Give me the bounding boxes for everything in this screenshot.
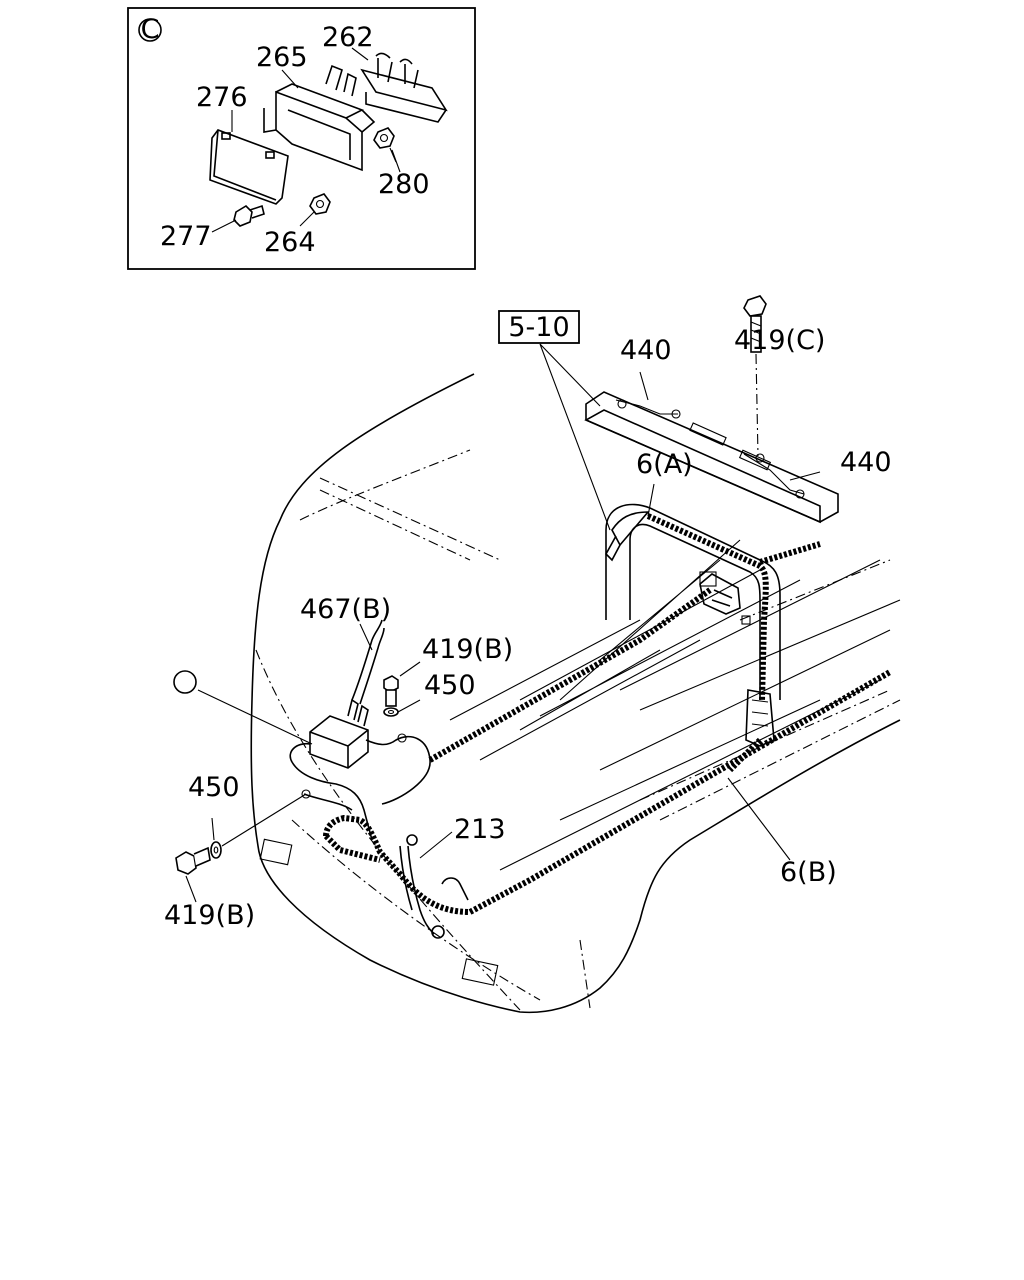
nut-264: [299, 193, 331, 227]
bolt-419c: [743, 295, 767, 457]
inset-view-mark: C: [141, 14, 160, 45]
harness-6a: [428, 503, 781, 763]
ground-strap-213: [399, 834, 445, 939]
label-467b: 467(B): [300, 594, 391, 625]
cover-276: [209, 129, 289, 205]
label-277: 277: [160, 221, 212, 252]
module-467b: [289, 619, 431, 841]
label-419b-top: 419(B): [422, 634, 513, 665]
label-6b: 6(B): [780, 857, 837, 888]
relay-box-265: [263, 64, 376, 172]
bracket-262: [360, 52, 448, 123]
label-265: 265: [256, 42, 308, 73]
label-450-left: 450: [188, 772, 240, 803]
washer-450-lower: [210, 841, 222, 859]
cab-outline: [250, 373, 901, 1014]
inset-detail-c: C: [127, 7, 476, 270]
bolt-277: [211, 204, 265, 233]
bracket-440: [584, 391, 839, 524]
label-450-top: 450: [424, 670, 476, 701]
label-213: 213: [454, 814, 506, 845]
label-440-right: 440: [840, 447, 892, 478]
ref-box-label: 5-10: [508, 312, 569, 343]
label-280: 280: [378, 169, 430, 200]
label-419b-bottom: 419(B): [164, 900, 255, 931]
label-440-top: 440: [620, 335, 672, 366]
main-view-mark-circle: [173, 670, 197, 694]
label-264: 264: [264, 227, 316, 258]
bolt-419b-upper: [383, 661, 421, 717]
nut-280: [373, 127, 397, 163]
reference-box: 5-10: [498, 310, 611, 531]
label-276: 276: [196, 82, 248, 113]
leader-lines: [197, 371, 821, 861]
view-mark-circle: [138, 18, 162, 42]
label-262: 262: [322, 22, 374, 53]
washer-450-upper: [383, 707, 399, 717]
label-419c: 419(C): [734, 325, 825, 356]
bolt-419b-lower: [175, 793, 307, 903]
label-6a: 6(A): [636, 449, 693, 480]
harness-6b: [323, 541, 892, 916]
